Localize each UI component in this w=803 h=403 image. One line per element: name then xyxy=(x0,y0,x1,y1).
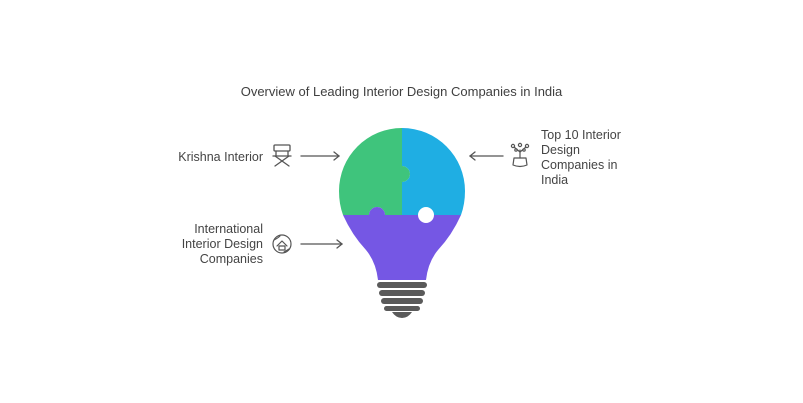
arrow-international xyxy=(300,239,344,249)
puzzle-piece-green xyxy=(339,128,410,215)
arrow-krishna xyxy=(300,151,341,161)
plant-pot-icon xyxy=(510,142,530,168)
arrow-top-10 xyxy=(468,151,504,161)
home-globe-icon xyxy=(272,234,292,254)
puzzle-piece-purple xyxy=(343,207,461,280)
diagram-title: Overview of Leading Interior Design Comp… xyxy=(240,84,563,99)
label-krishna-interior: Krishna Interior xyxy=(178,150,263,164)
puzzle-piece-blue xyxy=(402,128,465,215)
director-chair-icon xyxy=(272,144,292,167)
label-international-companies: International Interior Design Companies xyxy=(181,222,263,266)
label-top-10-companies: Top 10 Interior Design Companies in Indi… xyxy=(541,128,621,187)
bulb-base xyxy=(377,282,427,318)
